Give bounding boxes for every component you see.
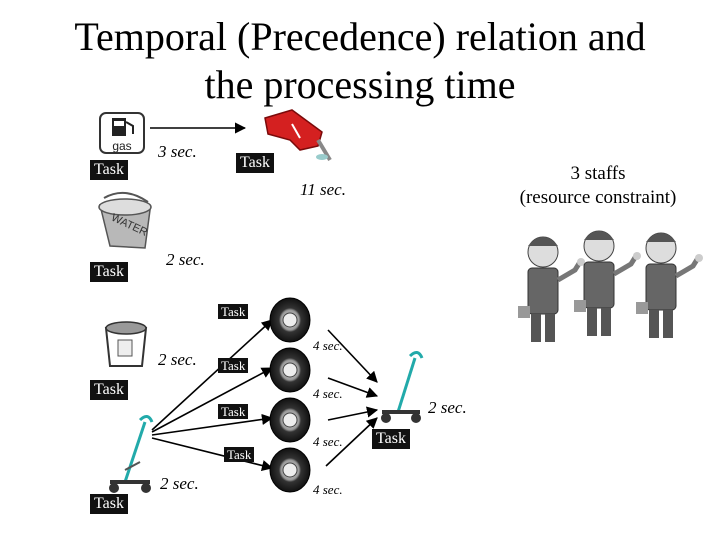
duration-tire-3: 4 sec.: [313, 434, 343, 449]
arrow-tire3-to-jack: [327, 406, 379, 421]
tire-icon-1: [269, 297, 311, 343]
task-jack-left: Task: [90, 494, 128, 514]
duration-fuel: 11 sec.: [300, 180, 346, 199]
gas-pump-sign-icon: gas: [99, 112, 145, 154]
arrow-tire4-to-jack: [325, 417, 378, 467]
task-bucket: Task: [90, 380, 128, 400]
gas-sign-text: gas: [112, 139, 131, 153]
duration-gas: 3 sec.: [158, 142, 197, 161]
water-bucket-icon: WATER: [98, 191, 152, 249]
duration-water: 2 sec.: [166, 250, 205, 269]
tire-icon-2: [269, 347, 311, 393]
tire-icon-4: [269, 447, 311, 493]
duration-tire-4: 4 sec.: [313, 482, 343, 497]
duration-jack-right: 2 sec.: [428, 398, 467, 417]
resource-note: 3 staffs (resource constraint): [498, 162, 698, 210]
resource-note-line1: 3 staffs: [570, 163, 626, 184]
slide-title-line2: the processing time: [204, 62, 516, 107]
mechanic-icon-2: [574, 230, 641, 336]
resource-note-line2: (resource constraint): [519, 187, 677, 208]
tire-jack-icon-right: [381, 351, 424, 423]
mechanic-icon-1: [518, 236, 585, 342]
duration-tire-1: 4 sec.: [313, 338, 343, 353]
bucket-icon: [104, 321, 148, 367]
arrow-tire1-to-jack: [327, 329, 378, 383]
slide-title-line1: Temporal (Precedence) relation and: [74, 14, 646, 59]
task-tire-2: Task: [218, 358, 249, 373]
task-water: Task: [90, 262, 128, 282]
duration-jack-left: 2 sec.: [160, 474, 199, 493]
duration-tire-2: 4 sec.: [313, 386, 343, 401]
arrow-jack-to-tire4: [151, 437, 274, 471]
task-jack-right: Task: [372, 429, 410, 449]
task-gas: Task: [90, 160, 128, 180]
arrow-jack-to-tire3: [151, 413, 274, 436]
mechanic-icon-3: [636, 232, 703, 338]
task-tire-4: Task: [224, 447, 255, 462]
fuel-nozzle-icon: [264, 109, 332, 162]
arrow-tire2-to-jack: [327, 377, 379, 398]
duration-bucket: 2 sec.: [158, 350, 197, 369]
task-tire-3: Task: [218, 404, 249, 419]
arrow-jack-to-tire1: [151, 319, 273, 431]
task-fuel: Task: [236, 153, 274, 173]
tire-icon-3: [269, 397, 311, 443]
precedence-arrows: [150, 122, 379, 471]
tire-jack-icon-left: [109, 415, 154, 493]
arrow-jack-to-tire2: [151, 367, 273, 433]
task-tire-top: Task: [218, 304, 249, 319]
